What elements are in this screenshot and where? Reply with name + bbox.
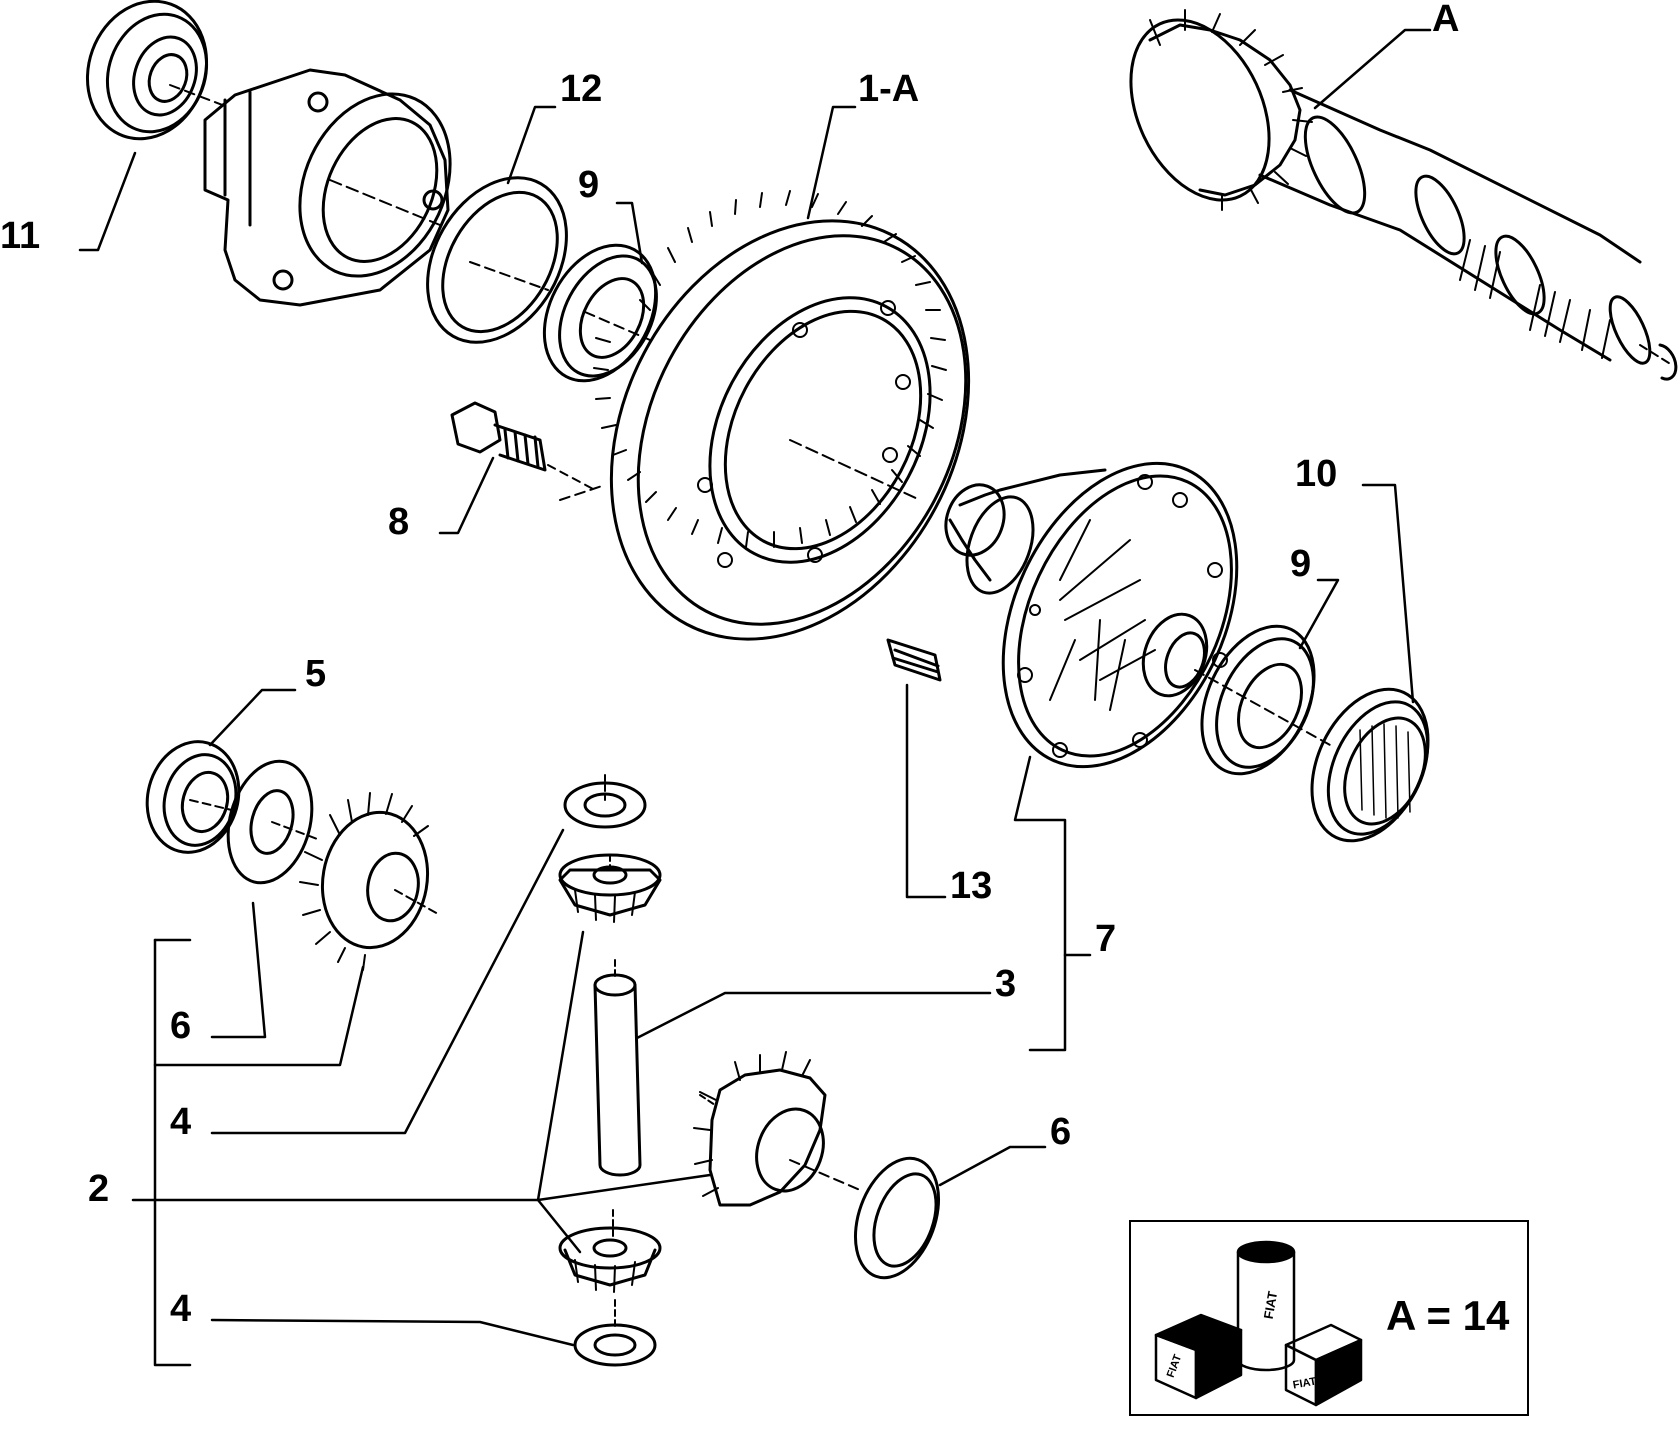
label-5: 5 xyxy=(305,653,327,695)
part-3-shaft xyxy=(593,959,642,1177)
label-7: 7 xyxy=(1095,918,1117,960)
label-13: 13 xyxy=(950,865,993,907)
label-4-upper: 4 xyxy=(170,1101,192,1143)
planet-gear-lower xyxy=(558,1209,662,1293)
kit-reference-box: FIAT FIAT FIAT A = 14 xyxy=(1129,1220,1529,1416)
side-gear-left xyxy=(299,792,441,971)
label-10: 10 xyxy=(1295,453,1338,495)
part-4-washer-lower xyxy=(573,1299,657,1367)
side-gear-right xyxy=(693,1051,861,1207)
kit-equation: A = 14 xyxy=(1386,1292,1510,1339)
part-8-bolt xyxy=(450,401,596,491)
housing-flange xyxy=(203,68,452,307)
label-9-right: 9 xyxy=(1290,543,1312,585)
part-13-pin xyxy=(886,638,942,682)
part-5-bearing xyxy=(145,740,241,854)
label-11: 11 xyxy=(0,215,41,257)
part-7-differential-carrier xyxy=(944,461,1239,769)
planet-gear-upper xyxy=(558,853,662,923)
part-9-bearing-right xyxy=(1194,624,1331,776)
label-6-left: 6 xyxy=(170,1005,192,1047)
kit-fiat-mark-cylinder: FIAT xyxy=(1261,1290,1281,1320)
part-4-washer-upper xyxy=(563,774,647,829)
part-6-washer-right xyxy=(853,1156,941,1280)
part-9-bearing-upper xyxy=(542,243,658,383)
label-9-upper: 9 xyxy=(578,164,600,206)
label-6-right: 6 xyxy=(1050,1111,1072,1153)
part-1a-crown-gear xyxy=(559,190,971,641)
label-8: 8 xyxy=(388,501,410,543)
label-3: 3 xyxy=(995,963,1017,1005)
label-2: 2 xyxy=(88,1168,110,1210)
part-a-pinion-shaft xyxy=(1129,9,1678,381)
leader-lines xyxy=(78,28,1432,1367)
label-a: A xyxy=(1432,0,1460,40)
part-11-bearing xyxy=(85,0,226,141)
part-6-washer-left xyxy=(226,759,321,885)
kit-fiat-mark-right: FIAT xyxy=(1292,1376,1318,1392)
part-12-seal xyxy=(426,176,568,344)
fiat-kit-icon: FIAT FIAT FIAT xyxy=(1154,1240,1363,1407)
label-4-lower: 4 xyxy=(170,1288,192,1330)
kit-fiat-mark-left: FIAT xyxy=(1165,1353,1184,1380)
part-10-bearing xyxy=(1310,687,1430,843)
label-1a: 1-A xyxy=(858,68,920,110)
label-12: 12 xyxy=(560,68,603,110)
